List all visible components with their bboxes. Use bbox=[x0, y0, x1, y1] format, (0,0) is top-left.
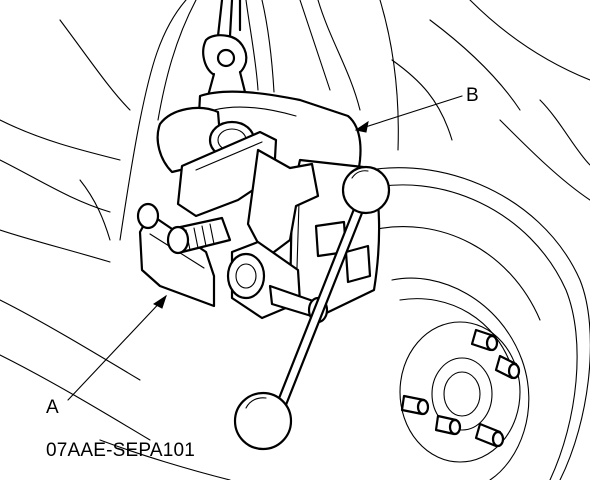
callout-leaders bbox=[67, 95, 463, 401]
t-handle bbox=[233, 165, 391, 451]
tool-part-number: 07AAE-SEPA101 bbox=[46, 440, 196, 461]
brake-hose bbox=[202, 0, 248, 98]
callout-label-b: B bbox=[466, 85, 479, 106]
piston-compressor-tool bbox=[136, 130, 329, 324]
wheel-studs bbox=[400, 328, 521, 448]
brake-disc bbox=[347, 167, 590, 481]
callout-label-a: A bbox=[46, 397, 59, 418]
